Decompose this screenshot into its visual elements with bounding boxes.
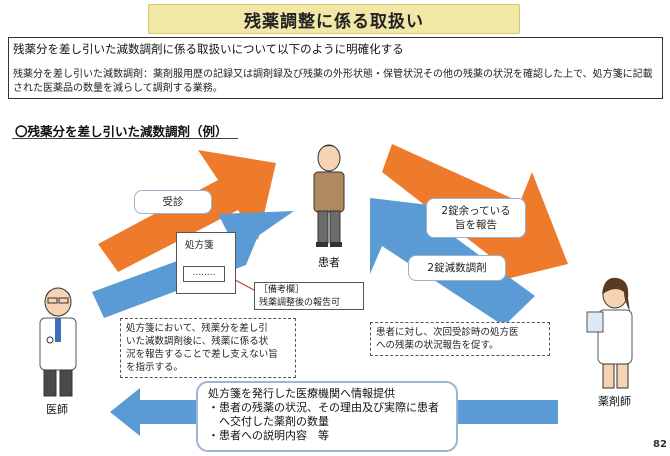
info-provision-item: へ交付した薬剤の数量: [219, 415, 329, 428]
pharmacist-instruction-note: 患者に対し、次回受診時の処方医 への残薬の状況報告を促す。: [370, 322, 550, 356]
consultation-label: 受診: [134, 190, 212, 214]
prescription-field: ........: [183, 266, 225, 282]
pharmacist-label: 薬剤師: [598, 395, 631, 408]
patient-label: 患者: [318, 256, 340, 269]
info-provision-item: ・患者の残薬の状況、その理由及び実際に患者: [208, 401, 439, 414]
remarks-text: 残薬調整後の報告可: [259, 298, 341, 308]
prescription-form: 処方箋 ........: [176, 232, 236, 294]
doctor-figure: [39, 287, 77, 397]
info-provision-box: 処方箋を発行した医療機関へ情報提供 ・患者の残薬の状況、その理由及び実際に患者 …: [196, 381, 458, 452]
pharmacist-figure: [586, 277, 633, 389]
surplus-report-line1: 2錠余っている: [441, 205, 511, 217]
reduction-label-text: 2錠減数調剤: [427, 262, 487, 274]
patient-figure: [313, 144, 345, 247]
pharmacist-note-line: 患者に対し、次回受診時の処方医: [376, 327, 519, 338]
reduction-label: 2錠減数調剤: [408, 255, 506, 281]
info-provision-item: ・患者への説明内容 等: [208, 429, 329, 442]
section-underline: [12, 138, 238, 139]
info-provision-heading: 処方箋を発行した医療機関へ情報提供: [208, 387, 395, 400]
section-title: 〇残薬分を差し引いた減数調剤（例）: [15, 124, 228, 139]
doctor-label: 医師: [46, 403, 68, 416]
surplus-report-line2: 旨を報告: [455, 219, 497, 231]
doctor-note-line: を指示する。: [126, 362, 184, 373]
doctor-note-line: 況を報告することで差し支えない旨: [126, 349, 278, 360]
remarks-title: ［備考欄］: [259, 285, 305, 295]
prescription-title: 処方箋: [185, 240, 214, 251]
summary-heading: 残薬分を差し引いた減数調剤に係る取扱いについて以下のように明確化する: [13, 42, 404, 56]
summary-box: 残薬分を差し引いた減数調剤に係る取扱いについて以下のように明確化する 残薬分を差…: [8, 37, 663, 99]
surplus-report-label: 2錠余っている 旨を報告: [426, 198, 526, 238]
remarks-box: ［備考欄］ 残薬調整後の報告可: [254, 282, 364, 310]
pharmacist-note-line: への残薬の状況報告を促す。: [376, 340, 499, 351]
doctor-note-line: いた減数調剤後に、残薬に係る状: [126, 336, 269, 347]
page-title: 残薬調整に係る取扱い: [148, 4, 520, 34]
consultation-label-text: 受診: [162, 196, 184, 208]
doctor-note-line: 処方箋において、残薬分を差し引: [126, 323, 268, 334]
doctor-instruction-note: 処方箋において、残薬分を差し引 いた減数調剤後に、残薬に係る状 況を報告すること…: [120, 318, 296, 378]
summary-definition: 残薬分を差し引いた減数調剤：薬剤服用歴の記録又は調剤録及び残薬の外形状態・保管状…: [13, 69, 653, 94]
page-number: 82: [653, 439, 667, 450]
